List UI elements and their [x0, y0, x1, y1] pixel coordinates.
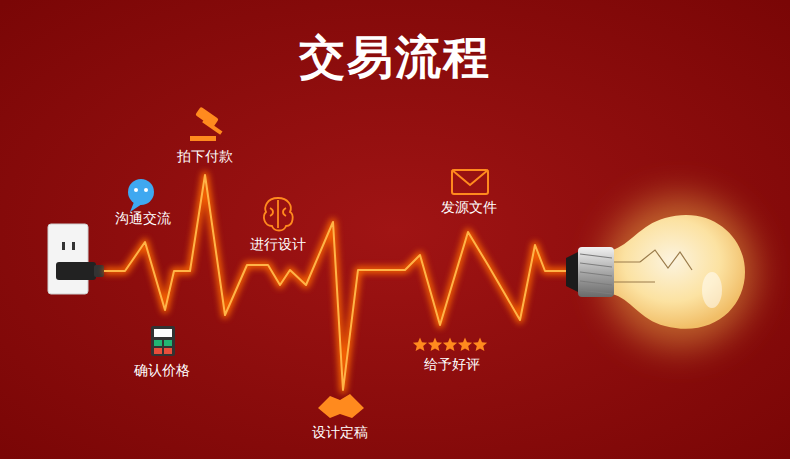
heartbeat-line [104, 175, 570, 390]
envelope-icon [452, 170, 488, 194]
gavel-icon [190, 107, 222, 141]
chat-bubble-icon [128, 179, 154, 212]
step-label: 给予好评 [424, 356, 480, 374]
step-label: 拍下付款 [177, 148, 233, 166]
step-label: 确认价格 [134, 362, 190, 380]
wall-socket [48, 224, 104, 294]
rating-stars [413, 338, 487, 352]
light-bulb [566, 197, 755, 347]
step-label: 沟通交流 [115, 210, 171, 228]
handshake-icon [318, 394, 364, 418]
step-label: 进行设计 [250, 236, 306, 254]
page-title: 交易流程 [299, 27, 491, 89]
step-label: 设计定稿 [312, 424, 368, 442]
step-label: 发源文件 [441, 199, 497, 217]
brain-icon [264, 198, 293, 231]
calculator-icon [151, 326, 175, 356]
